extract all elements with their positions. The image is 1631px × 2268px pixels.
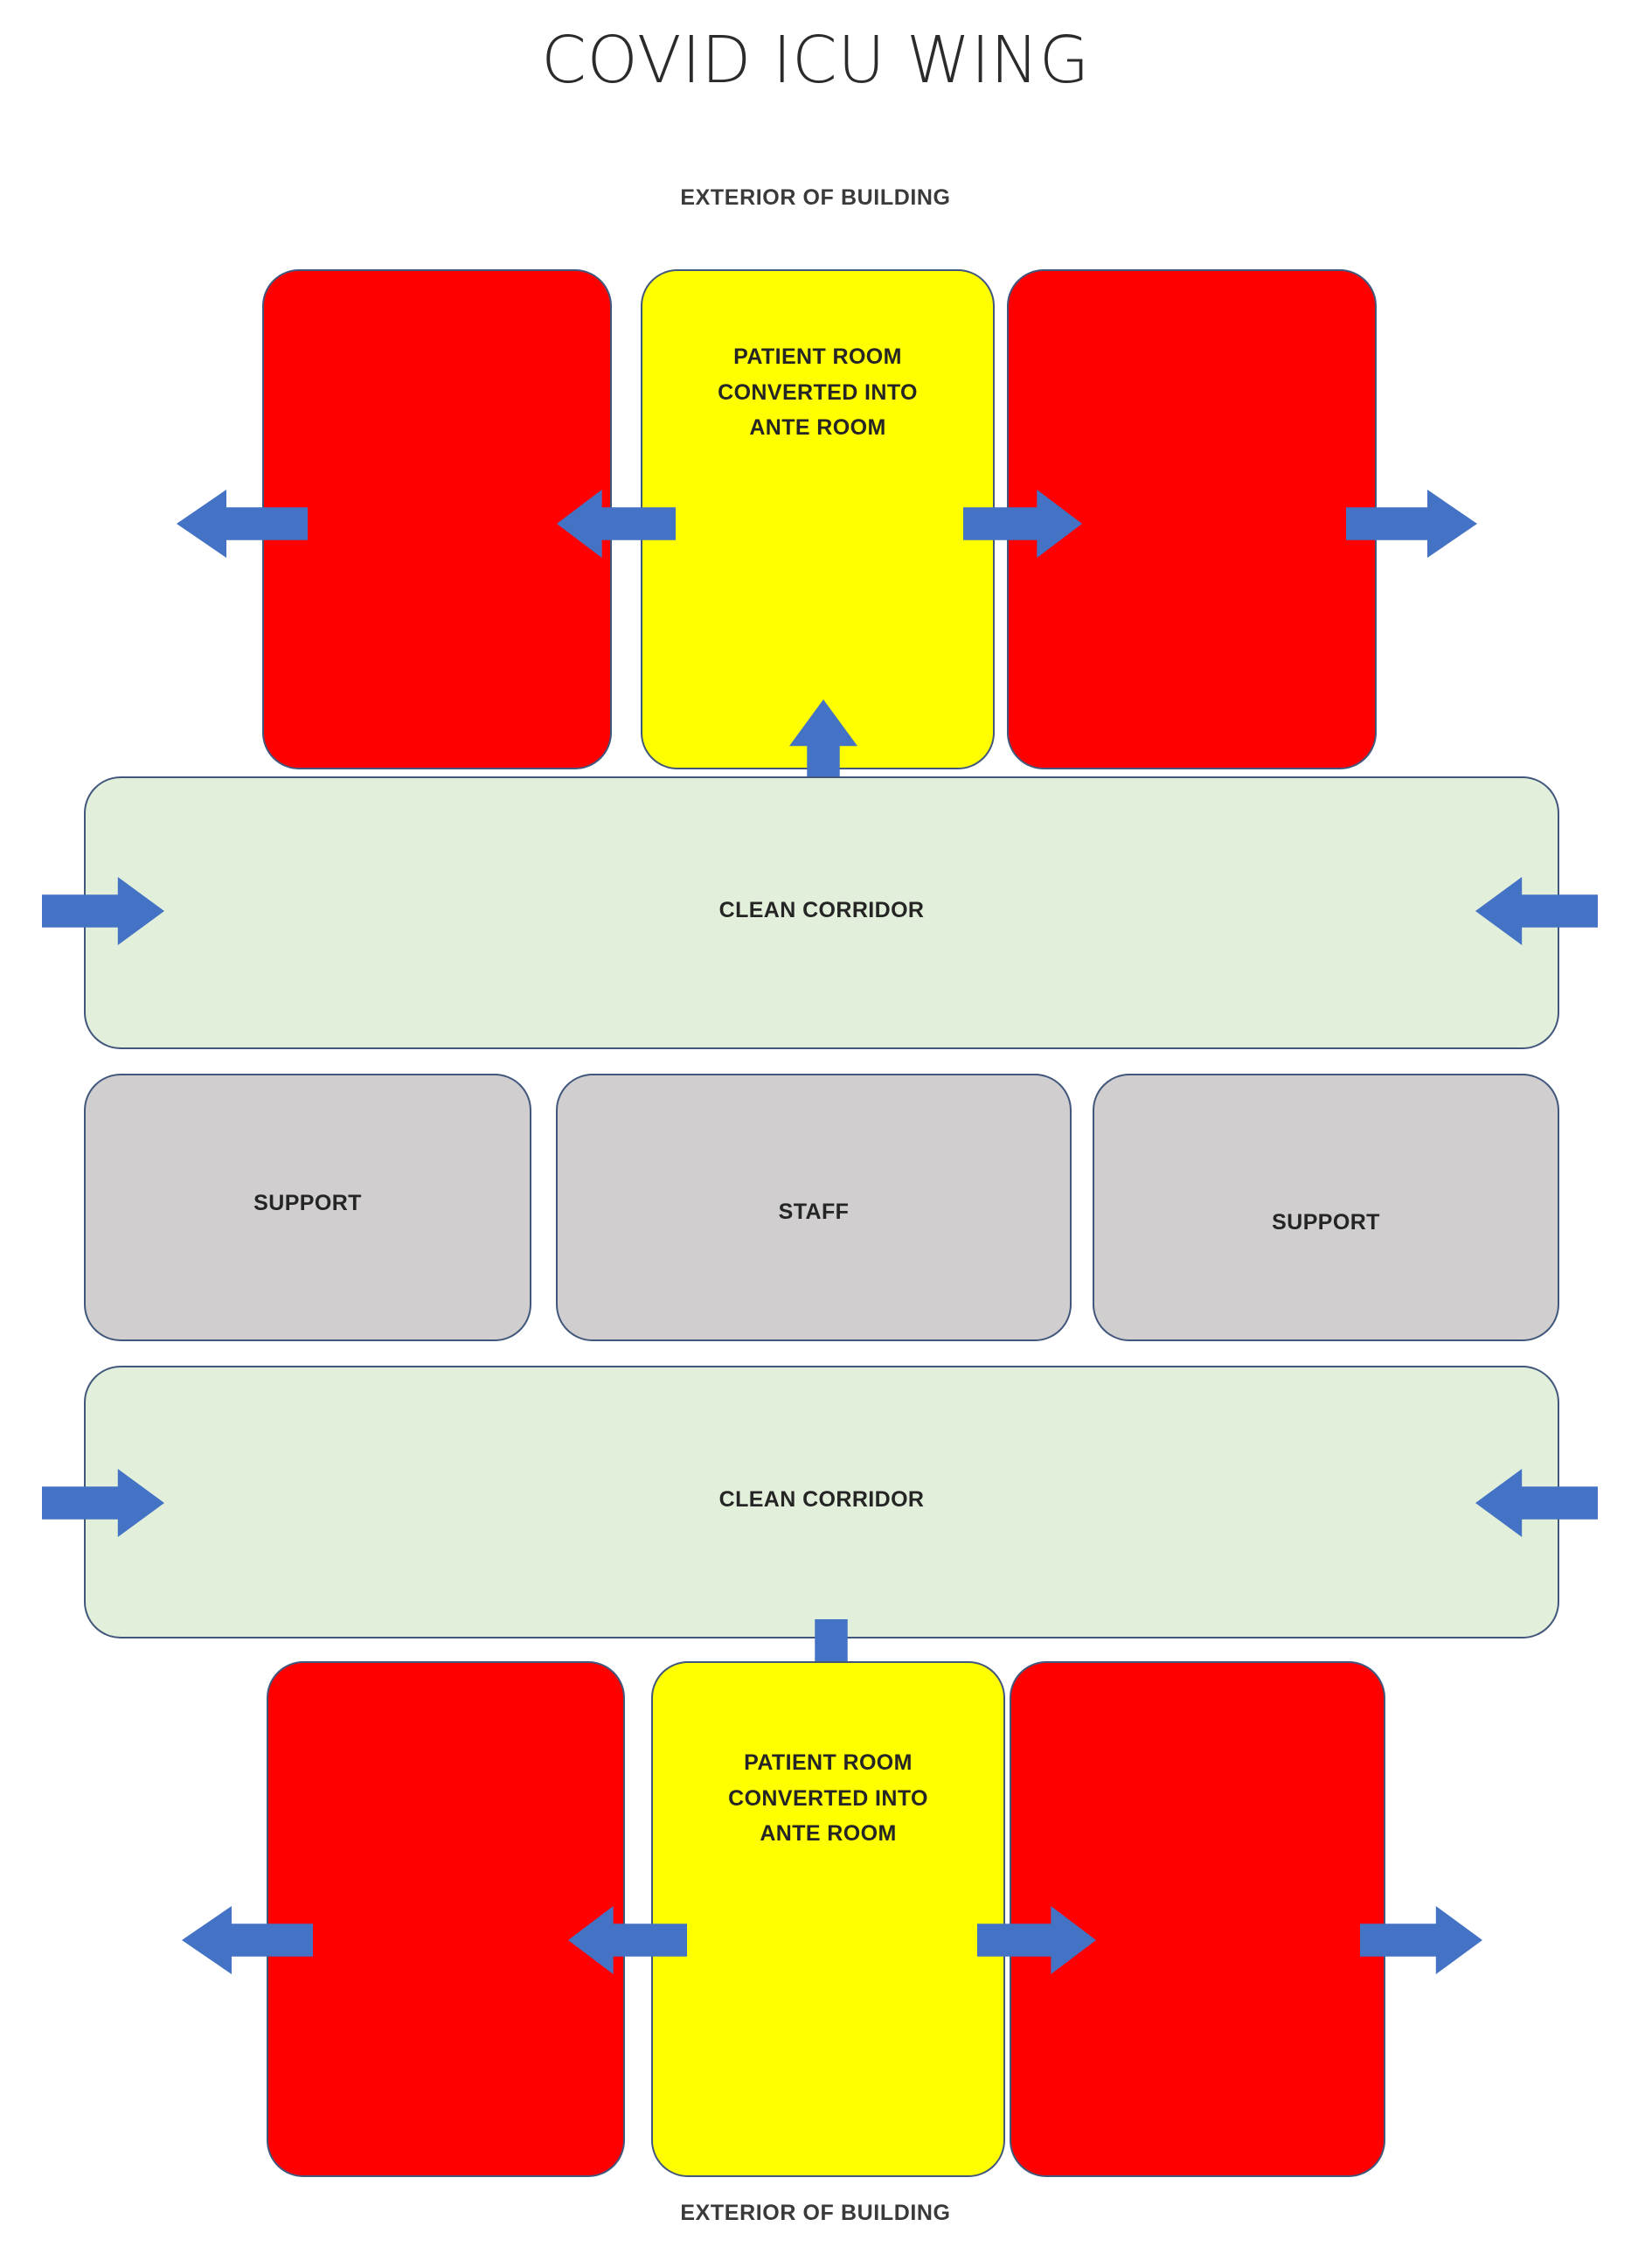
room-staff-center-label: STAFF (778, 1200, 850, 1224)
room-top-left-patient[interactable] (262, 269, 612, 769)
room-support-right-label: SUPPORT (1272, 1210, 1380, 1235)
corridor-lower[interactable]: CLEAN CORRIDOR (84, 1366, 1559, 1638)
caption-exterior-bottom: EXTERIOR OF BUILDING (680, 2201, 951, 2225)
room-support-right[interactable]: SUPPORT (1093, 1074, 1559, 1341)
corridor-lower-label: CLEAN CORRIDOR (718, 1486, 925, 1512)
room-bottom-ante[interactable]: PATIENT ROOM CONVERTED INTO ANTE ROOM (651, 1661, 1005, 2177)
room-top-ante[interactable]: PATIENT ROOM CONVERTED INTO ANTE ROOM (641, 269, 995, 769)
room-bottom-right-patient[interactable] (1010, 1661, 1385, 2177)
page-title: COVID ICU WING (541, 23, 1090, 98)
room-support-left-label: SUPPORT (253, 1191, 362, 1215)
caption-exterior-top: EXTERIOR OF BUILDING (680, 185, 951, 210)
room-bottom-left-patient[interactable] (267, 1661, 625, 2177)
room-support-left[interactable]: SUPPORT (84, 1074, 531, 1341)
room-top-ante-label: PATIENT ROOM CONVERTED INTO ANTE ROOM (718, 344, 918, 440)
room-bottom-ante-label: PATIENT ROOM CONVERTED INTO ANTE ROOM (728, 1750, 928, 1846)
corridor-upper[interactable]: CLEAN CORRIDOR (84, 776, 1559, 1049)
corridor-upper-label: CLEAN CORRIDOR (718, 897, 925, 922)
room-staff-center[interactable]: STAFF (556, 1074, 1072, 1341)
